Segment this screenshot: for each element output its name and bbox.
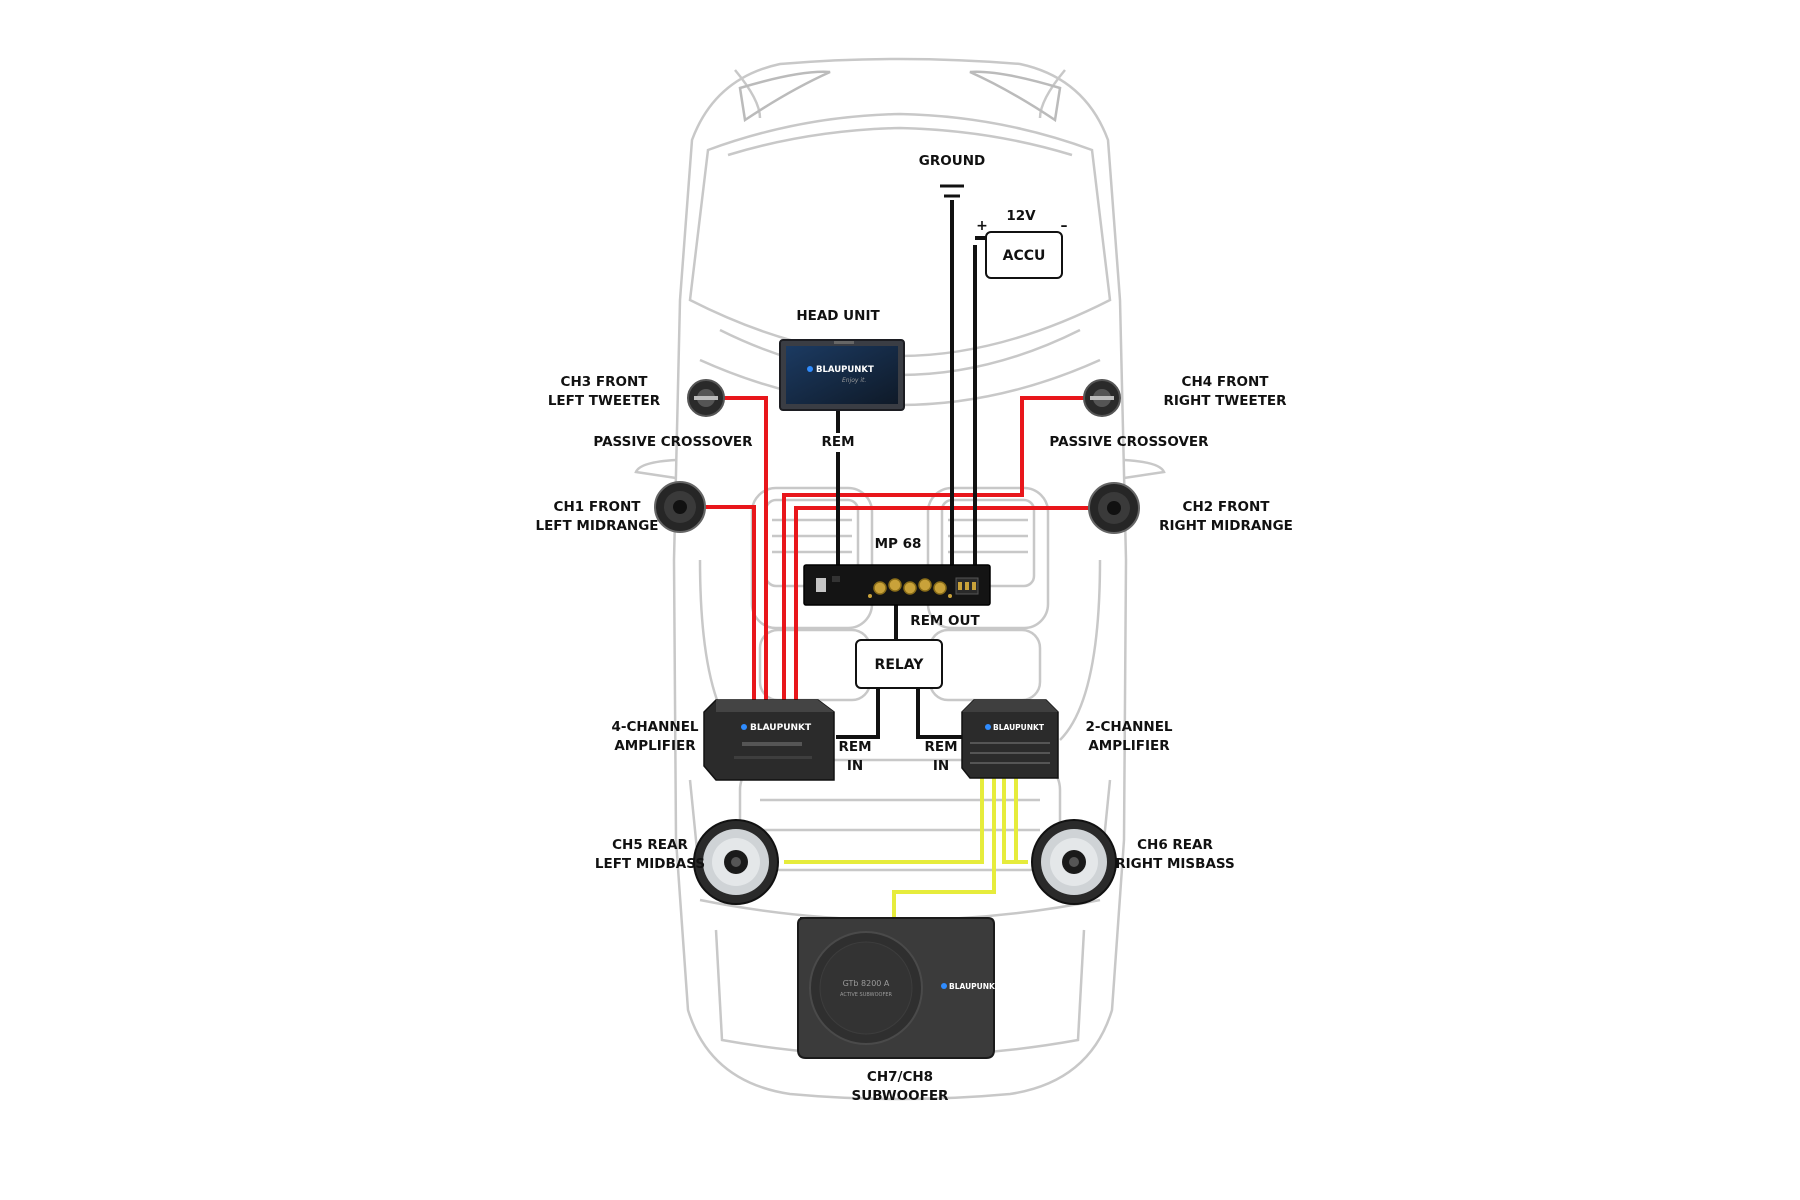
amp4-device: BLAUPUNKT	[703, 699, 835, 781]
brand-dot-icon	[941, 983, 947, 989]
accu-label: ACCU	[1003, 248, 1046, 264]
right-tweeter	[1083, 379, 1121, 417]
sub-brand: BLAUPUNKT	[949, 982, 1001, 991]
svg-text:ACTIVE SUBWOOFER: ACTIVE SUBWOOFER	[840, 992, 892, 998]
sub-wires	[784, 775, 1028, 918]
mp68-processor	[803, 564, 991, 606]
left-tweeter	[687, 379, 725, 417]
amp2-brand: BLAUPUNKT	[993, 723, 1045, 732]
head-unit-device: BLAUPUNKT Enjoy it.	[779, 339, 905, 411]
speaker-wires	[704, 396, 1098, 700]
right-rear-speaker	[1031, 819, 1117, 905]
mp68-label: MP 68	[874, 536, 922, 552]
brand-dot-icon	[741, 724, 747, 730]
brand-dot-icon	[985, 724, 991, 730]
amp2-device: BLAUPUNKT	[961, 699, 1059, 779]
left-midrange-speaker	[654, 481, 706, 533]
ground-symbol	[940, 184, 964, 198]
crossover-right-label: PASSIVE CROSSOVER	[1049, 434, 1209, 450]
head-unit-brand: BLAUPUNKT	[816, 365, 874, 375]
subwoofer-device: GTb 8200 A ACTIVE SUBWOOFER BLAUPUNKT	[797, 917, 1001, 1059]
relay-box	[855, 639, 943, 689]
brand-dot-icon	[807, 366, 813, 372]
minus-label: –	[1061, 218, 1068, 234]
svg-text:GTb 8200 A: GTb 8200 A	[843, 979, 890, 988]
rem-out-label: REM OUT	[910, 613, 980, 629]
plus-label: +	[976, 218, 988, 234]
crossover-left-label: PASSIVE CROSSOVER	[593, 434, 753, 450]
volt-label: 12V	[1006, 208, 1036, 224]
relay-label: RELAY	[875, 657, 925, 673]
left-rear-speaker	[693, 819, 779, 905]
amp4-brand: BLAUPUNKT	[750, 723, 812, 733]
right-midrange-speaker	[1088, 482, 1140, 534]
head-unit-tagline: Enjoy it.	[842, 377, 866, 384]
ground-label: GROUND	[918, 153, 986, 169]
rem-label: REM	[812, 433, 864, 452]
accu-box	[985, 231, 1063, 279]
head-unit-label: HEAD UNIT	[796, 308, 880, 324]
